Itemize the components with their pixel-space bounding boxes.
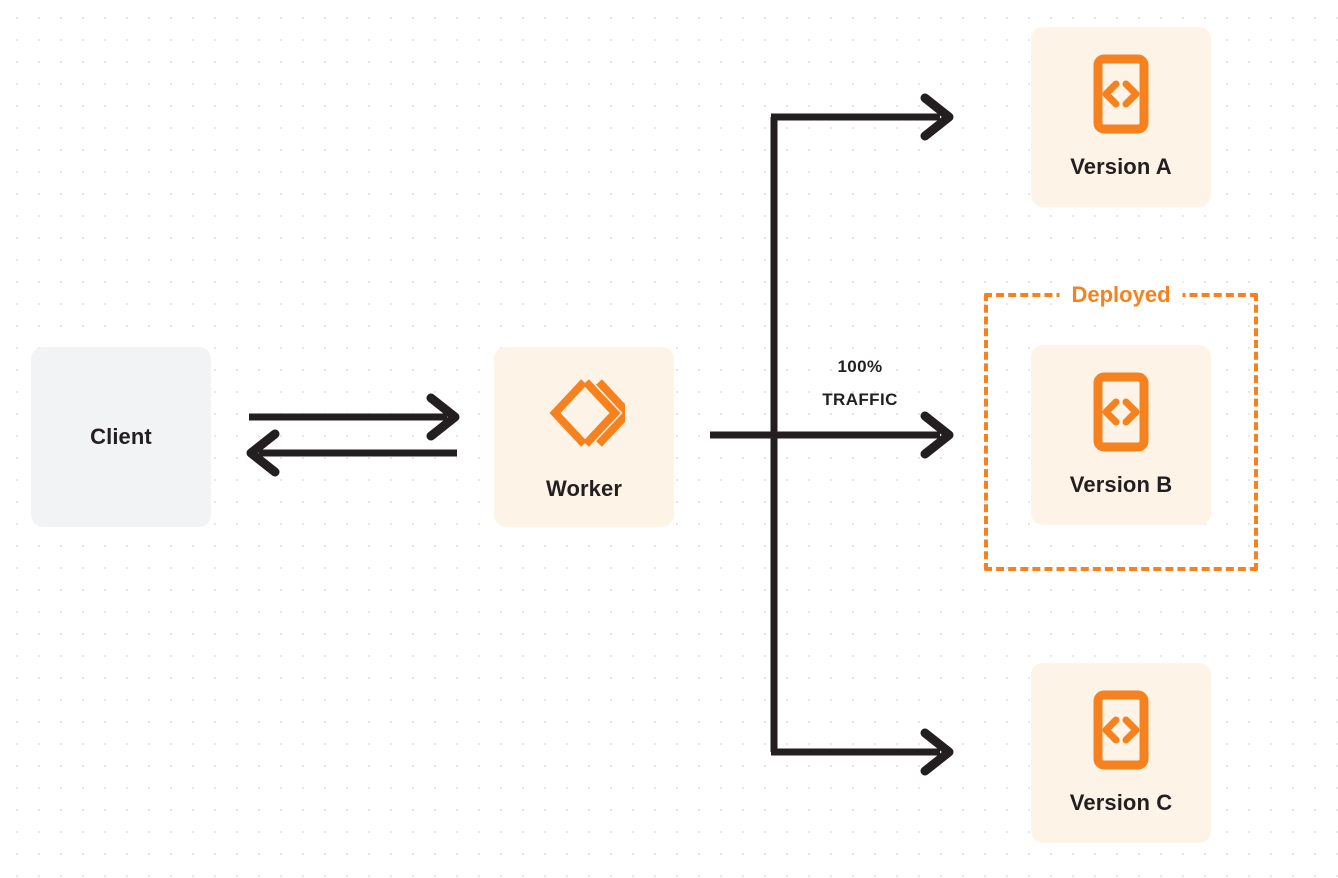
edge-client-to-worker bbox=[249, 393, 460, 441]
edge-worker-to-version-c bbox=[771, 728, 954, 776]
edge-worker-to-client bbox=[246, 429, 457, 477]
code-file-icon bbox=[1093, 372, 1149, 452]
traffic-percent: 100% bbox=[837, 357, 883, 376]
node-client-label: Client bbox=[90, 424, 152, 449]
edge-worker-to-version-b bbox=[710, 411, 954, 459]
node-version-a-label: Version A bbox=[1070, 154, 1172, 179]
node-version-a[interactable]: Version A bbox=[1031, 27, 1211, 207]
node-version-c-label: Version C bbox=[1069, 790, 1173, 815]
node-worker-label: Worker bbox=[546, 476, 622, 501]
code-file-icon bbox=[1093, 54, 1149, 134]
node-client[interactable]: Client bbox=[31, 347, 211, 527]
traffic-word: TRAFFIC bbox=[822, 390, 898, 409]
deployed-group: Deployed bbox=[984, 281, 1258, 571]
edge-worker-to-version-a bbox=[771, 93, 954, 141]
node-worker[interactable]: Worker bbox=[494, 347, 674, 527]
cloudflare-workers-logo-icon bbox=[543, 372, 634, 454]
deployed-group-label: Deployed bbox=[1059, 281, 1183, 309]
node-version-b-label: Version B bbox=[1069, 472, 1173, 497]
node-version-b[interactable]: Version B bbox=[1031, 345, 1211, 525]
node-version-c[interactable]: Version C bbox=[1031, 663, 1211, 843]
code-file-icon bbox=[1093, 690, 1149, 770]
traffic-label: 100% TRAFFIC bbox=[790, 350, 930, 416]
